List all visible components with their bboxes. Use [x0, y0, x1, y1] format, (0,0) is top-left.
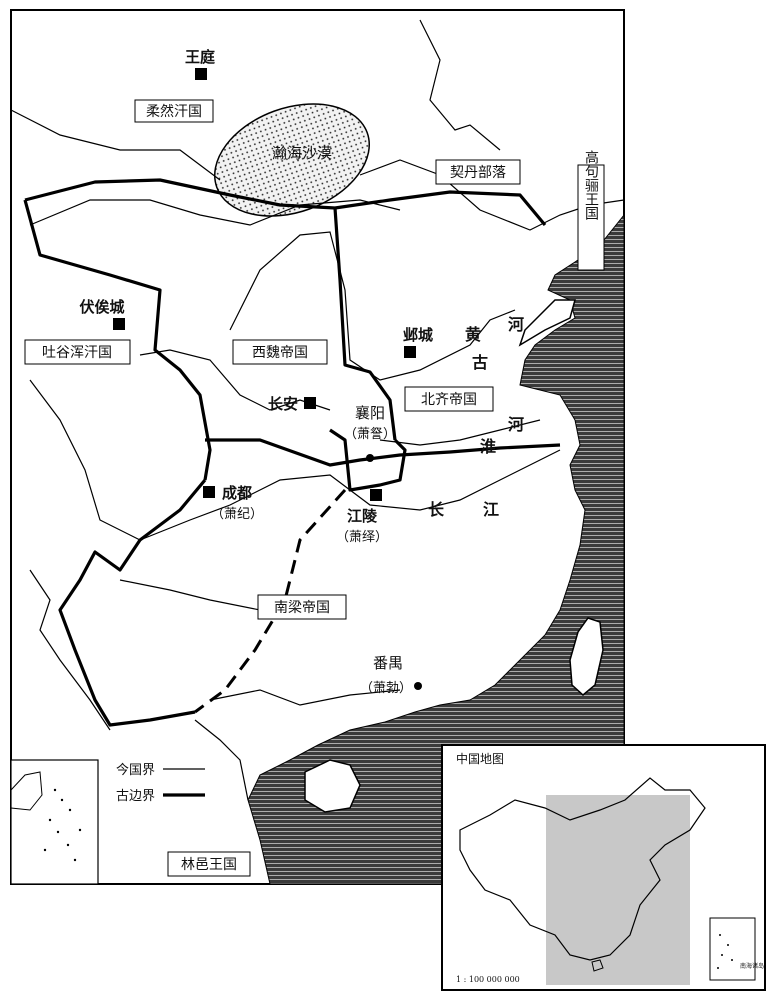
svg-text:邺城: 邺城 — [403, 326, 433, 344]
river-label-chang: 长 — [428, 500, 445, 519]
state-label-tuyuhun: 吐谷浑汗国 — [24, 339, 131, 365]
ancient-borders — [23, 178, 561, 727]
svg-text:高句骊王国: 高句骊王国 — [583, 149, 599, 220]
inset-highlight — [546, 795, 690, 985]
svg-text:番禺: 番禺 — [373, 654, 403, 672]
svg-text:契丹部落: 契丹部落 — [450, 165, 506, 181]
svg-text:林邑王国: 林邑王国 — [181, 857, 237, 873]
svg-text:（萧勃）: （萧勃） — [360, 681, 412, 696]
river-label-huai: 淮 — [480, 437, 496, 456]
state-label-western-wei: 西魏帝国 — [232, 339, 328, 365]
taiwan-island — [569, 617, 604, 696]
legend: 今国界 古边界 — [116, 762, 205, 804]
svg-text:南梁帝国: 南梁帝国 — [274, 600, 330, 616]
dashed-boundary — [194, 488, 347, 714]
shandong-peninsula — [518, 299, 576, 347]
sea-area — [247, 213, 625, 885]
svg-text:襄阳: 襄阳 — [355, 404, 385, 422]
city-panyu: 番禺 （萧勃） — [360, 654, 422, 696]
svg-text:长安: 长安 — [268, 395, 298, 413]
south-sea-islands — [43, 788, 82, 862]
hainan-island — [304, 759, 361, 813]
inset-scale: 1 : 100 000 000 — [456, 975, 520, 984]
inset-sea-label: 南海诸岛 — [740, 962, 764, 970]
city-chengdu: 成都 （萧纪） — [203, 484, 263, 522]
south-sea-coast — [10, 771, 43, 811]
state-label-southern-liang: 南梁帝国 — [257, 594, 347, 620]
svg-text:（萧纪）: （萧纪） — [211, 507, 263, 522]
city-fusi: 伏俟城 — [79, 298, 125, 330]
river-label-huang: 黄 — [465, 325, 481, 344]
svg-text:（萧詧）: （萧詧） — [344, 427, 396, 442]
inset-south-sea-box — [709, 917, 756, 981]
river-label-he2: 河 — [508, 415, 524, 434]
inset-title: 中国地图 — [456, 751, 504, 766]
inset-china-map: 中国地图 南海诸岛 1 : 100 000 000 — [441, 744, 766, 991]
state-label-rouran: 柔然汗国 — [134, 99, 214, 123]
city-xiangyang: 襄阳 （萧詧） — [344, 404, 396, 462]
state-label-khitan: 契丹部落 — [435, 159, 521, 185]
svg-text:柔然汗国: 柔然汗国 — [146, 103, 202, 120]
svg-text:（萧绎）: （萧绎） — [336, 530, 388, 545]
inset-china-outline — [459, 777, 706, 961]
river-lines — [29, 19, 561, 706]
city-yecheng: 邺城 — [403, 326, 433, 358]
river-label-he1: 河 — [508, 315, 524, 334]
state-label-goguryeo: 高句骊王国 — [577, 149, 605, 271]
svg-text:江陵: 江陵 — [347, 507, 378, 525]
river-label-gu: 古 — [472, 353, 488, 372]
svg-text:伏俟城: 伏俟城 — [79, 298, 124, 316]
gobi-desert — [213, 103, 371, 217]
state-label-northern-qi: 北齐帝国 — [404, 386, 494, 412]
svg-text:成都: 成都 — [222, 484, 252, 502]
south-sea-inset — [10, 759, 99, 885]
city-changan: 长安 — [268, 395, 316, 413]
desert-label: 瀚海沙漠 — [272, 144, 332, 162]
svg-text:古边界: 古边界 — [116, 789, 155, 804]
svg-text:今国界: 今国界 — [116, 762, 155, 778]
svg-text:北齐帝国: 北齐帝国 — [421, 392, 477, 408]
svg-text:西魏帝国: 西魏帝国 — [252, 345, 308, 361]
river-label-jiang: 江 — [483, 500, 499, 519]
svg-text:王庭: 王庭 — [185, 48, 216, 66]
svg-text:吐谷浑汗国: 吐谷浑汗国 — [42, 345, 112, 361]
state-label-linyi: 林邑王国 — [167, 851, 251, 877]
city-wangting: 王庭 — [185, 48, 216, 80]
city-jiangling: 江陵 （萧绎） — [336, 489, 388, 545]
inset-hainan — [591, 959, 604, 972]
